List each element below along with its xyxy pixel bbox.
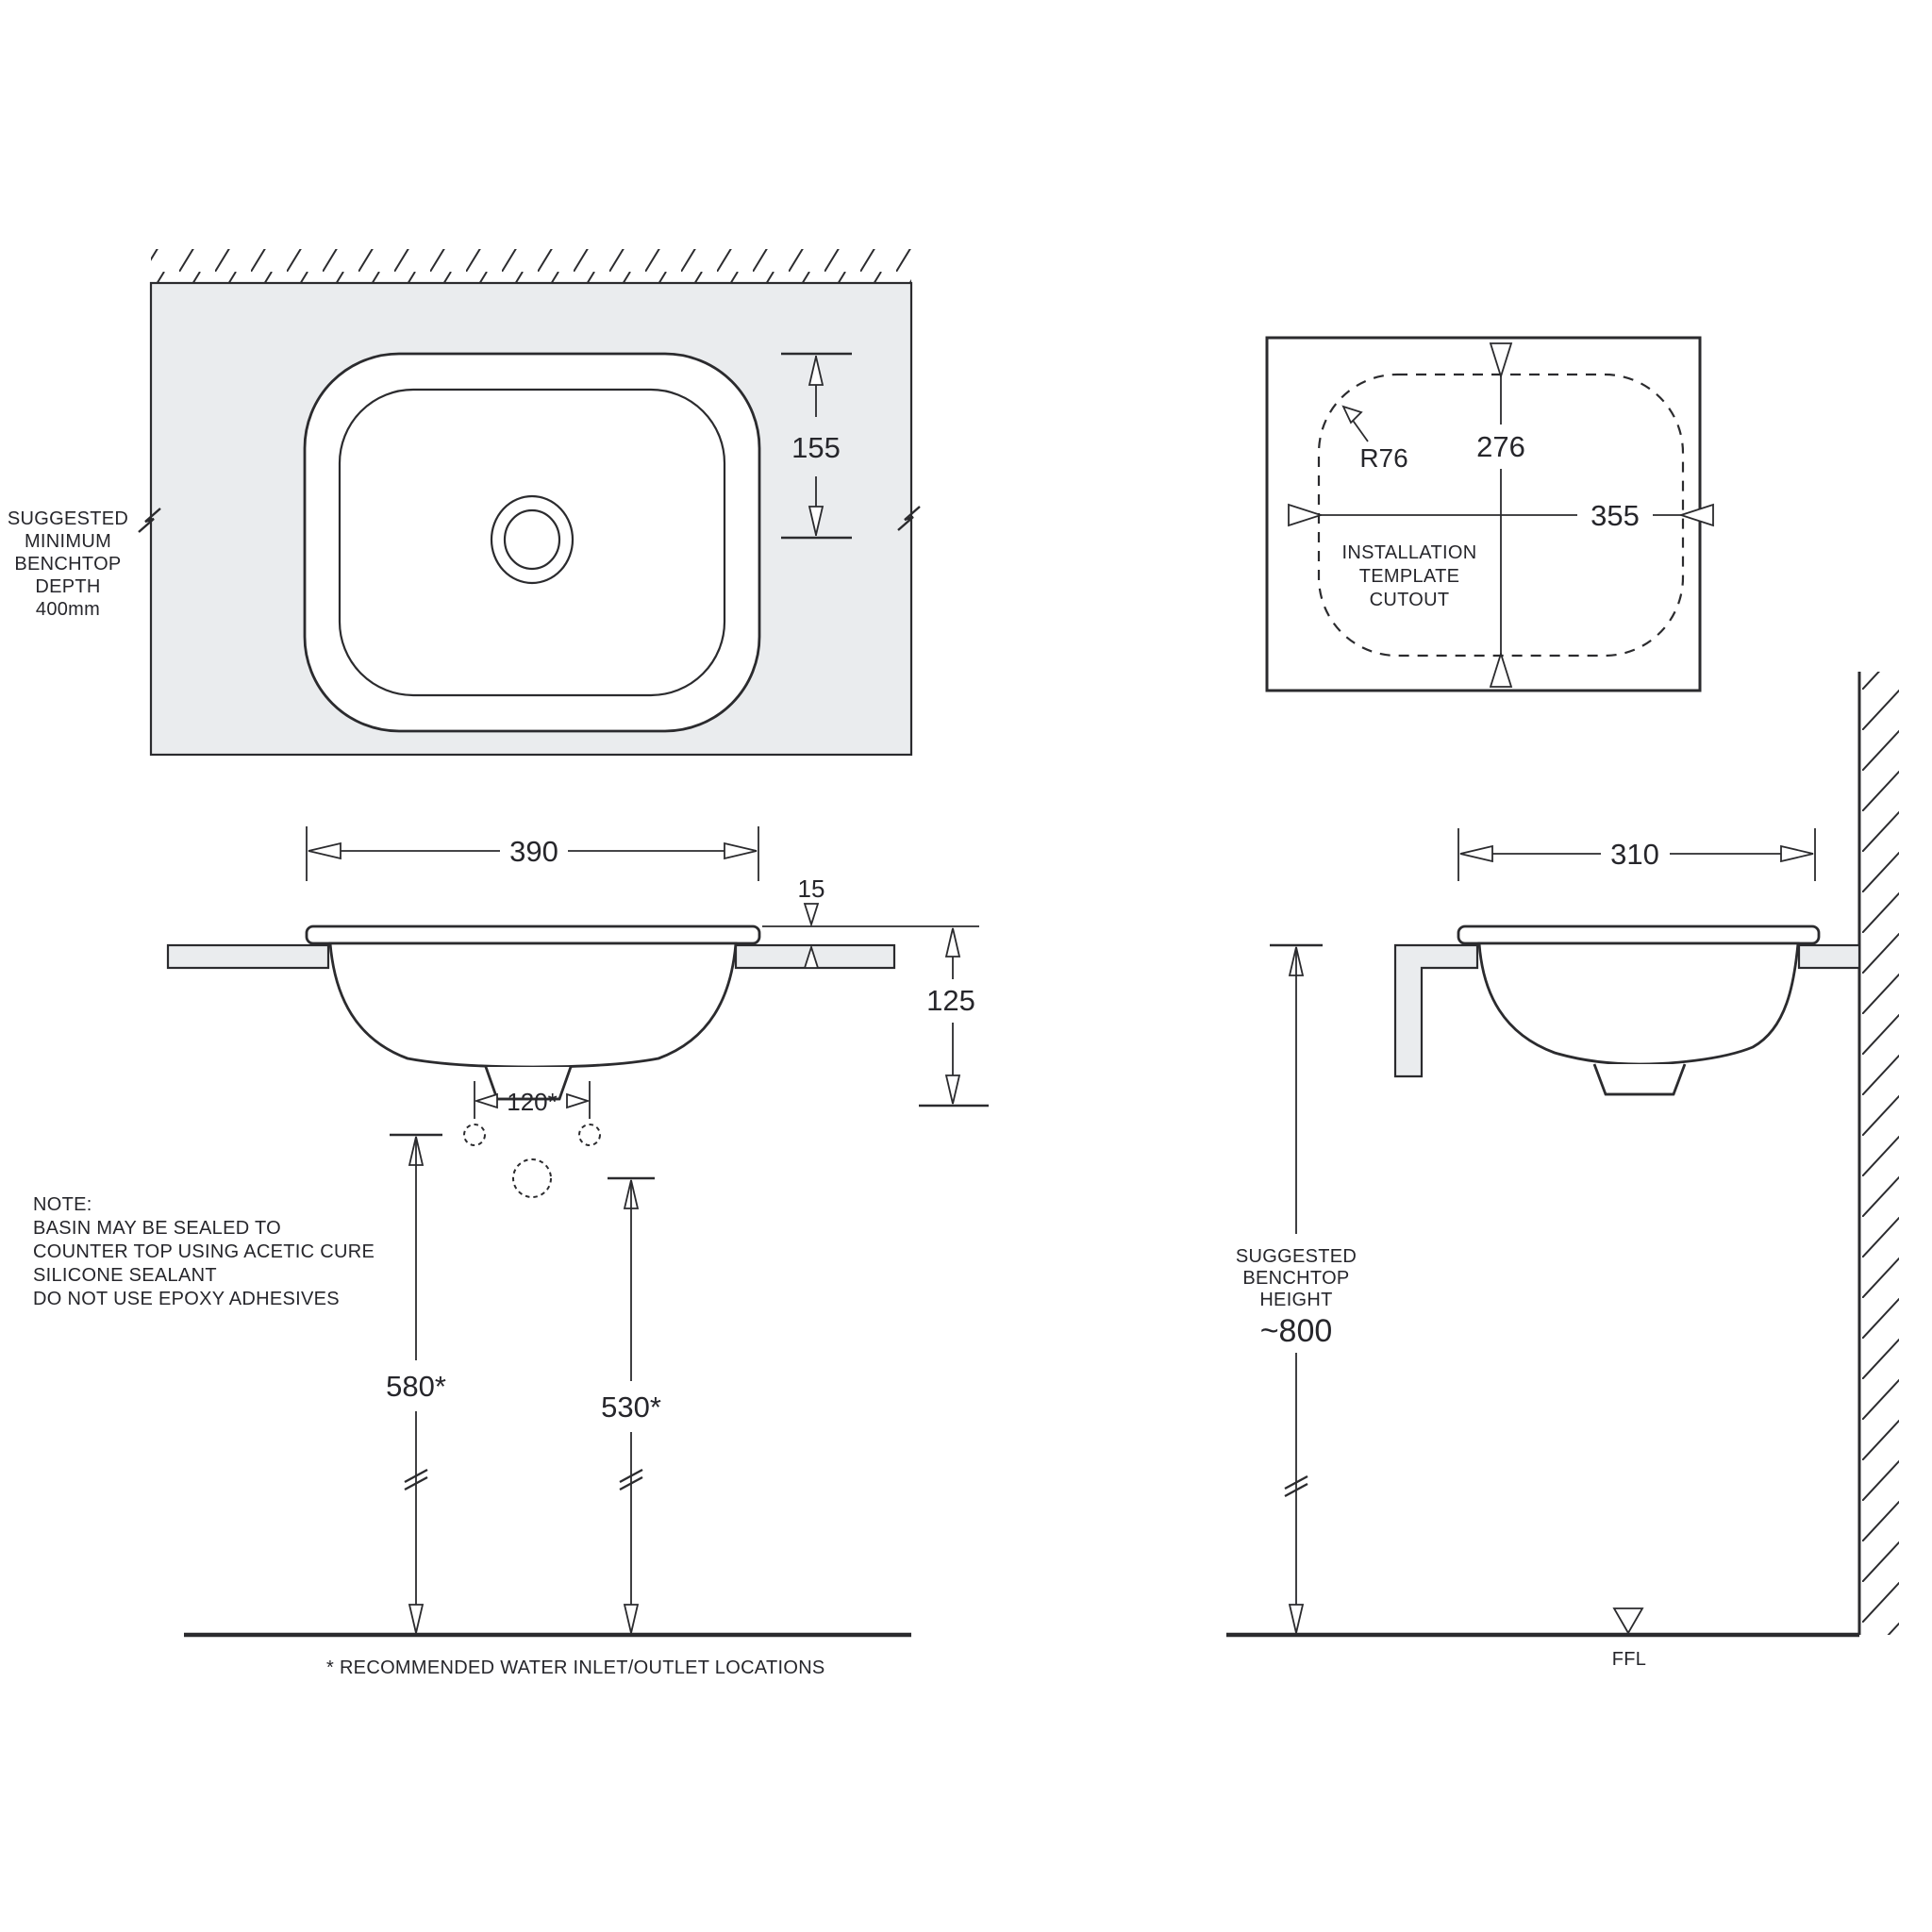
dim-276-label: 276 — [1476, 430, 1525, 463]
arrowhead-down — [808, 506, 824, 536]
ffl-label: FFL — [1612, 1649, 1646, 1670]
dim-155-rim-to-drain: 155 — [781, 352, 852, 540]
basin-inner-bowl-plan — [338, 388, 726, 697]
corner-radius-callout: R76 — [1341, 405, 1408, 473]
radius-label: R76 — [1359, 443, 1407, 473]
note-block: NOTE: BASIN MAY BE SEALED TO COUNTER TOP… — [33, 1194, 375, 1309]
note-line: BASIN MAY BE SEALED TO — [33, 1218, 281, 1239]
side-elevation: 310 SUGGESTED BENCHTOP HEIGHT ~800 — [1226, 672, 1899, 1670]
drain-outer-ring — [490, 494, 575, 585]
dim-15-rim-above-bench: 15 — [762, 874, 979, 969]
cutout-text-label: INSTALLATION TEMPLATE CUTOUT — [1342, 542, 1477, 610]
dim-276-cutout-height: 276 — [1476, 342, 1525, 688]
template-view: 276 355 R76 INSTALLATION TEMPLATE CUTOUT — [1265, 336, 1714, 692]
arrowhead-left — [474, 1092, 498, 1109]
water-outlet-location — [512, 1158, 552, 1198]
arrowhead-down — [944, 1074, 961, 1105]
dim-390-rim-width: 390 — [306, 826, 759, 881]
arrowhead-down — [1288, 1604, 1305, 1634]
dim-15-label: 15 — [798, 874, 825, 903]
break-mark — [619, 1475, 643, 1491]
arrowhead-left — [1678, 503, 1714, 527]
ffl-datum-triangle — [1612, 1607, 1644, 1635]
note-line: NOTE: — [33, 1194, 92, 1215]
dim-355-label: 355 — [1591, 499, 1640, 532]
water-inlet-location-left — [463, 1124, 486, 1146]
plan-view: 155 SUGGESTED MINIMUM BENCHTOP DEPTH 400… — [8, 249, 921, 757]
arrowhead-up — [1489, 650, 1513, 688]
footnote: * RECOMMENDED WATER INLET/OUTLET LOCATIO… — [326, 1657, 825, 1678]
dim-120-label: 120* — [507, 1088, 558, 1116]
wall-hatching-side — [1859, 672, 1899, 1635]
arrowhead-down — [408, 1604, 425, 1634]
dim-120-inlet-spacing: 120* — [474, 1081, 591, 1119]
arrowhead-right — [724, 841, 758, 860]
benchtop-left-front — [166, 943, 330, 970]
drain-spigot-side — [1592, 1063, 1687, 1096]
dim-530-outlet-height: 530* — [601, 1176, 661, 1634]
water-inlet-location-right — [578, 1124, 601, 1146]
arrowhead-radius — [1341, 405, 1363, 425]
break-symbol-right-edge — [897, 506, 921, 531]
benchtop-depth-label: SUGGESTED MINIMUM BENCHTOP DEPTH 400mm — [8, 508, 128, 620]
basin-outer-rim-plan — [303, 352, 761, 733]
depth-label-line: 400mm — [36, 599, 100, 620]
arrowhead-left — [308, 841, 341, 860]
dim-580-inlet-height: 580* — [386, 1133, 446, 1634]
dim-155-label: 155 — [791, 431, 841, 464]
note-line: SILICONE SEALANT — [33, 1265, 217, 1286]
cutout-label-line: CUTOUT — [1370, 590, 1450, 610]
arrowhead-up — [808, 356, 824, 386]
arrowhead-right — [566, 1092, 591, 1109]
benchtop-section-left-side — [1393, 943, 1479, 1078]
break-symbol-left-edge — [138, 508, 161, 533]
depth-label-line: BENCHTOP — [14, 554, 121, 575]
basin-rim-front — [305, 924, 761, 945]
dim-530-label: 530* — [601, 1391, 661, 1424]
note-line: COUNTER TOP USING ACETIC CURE — [33, 1241, 375, 1262]
dim-125-overall-depth: 125 — [919, 927, 989, 1108]
basin-bowl-side — [1477, 941, 1800, 1066]
front-elevation: 390 15 125 120 — [166, 826, 989, 1678]
basin-rim-side — [1457, 924, 1821, 945]
note-line: DO NOT USE EPOXY ADHESIVES — [33, 1289, 340, 1309]
dim-355-cutout-width: 355 — [1288, 499, 1714, 532]
break-mark — [1284, 1474, 1308, 1491]
dim-800-label: ~800 — [1260, 1313, 1333, 1349]
height-label-line: BENCHTOP — [1242, 1268, 1349, 1289]
arrowhead-right — [1780, 844, 1814, 863]
arrowhead-down — [623, 1604, 640, 1634]
arrowhead-up — [803, 944, 820, 969]
break-mark — [1284, 1482, 1308, 1498]
depth-label-line: MINIMUM — [25, 531, 111, 552]
template-sheet-outline — [1265, 336, 1702, 692]
dim-800-benchtop-height: SUGGESTED BENCHTOP HEIGHT ~800 — [1236, 943, 1357, 1634]
arrowhead-down — [1489, 342, 1513, 380]
dim-580-label: 580* — [386, 1370, 446, 1403]
depth-label-line: SUGGESTED — [8, 508, 128, 529]
dim-310-label: 310 — [1610, 838, 1659, 871]
benchtop-section-right-side — [1797, 943, 1861, 970]
wall-hatching-top — [151, 249, 911, 283]
arrowhead-down — [803, 903, 820, 927]
cutout-label-line: INSTALLATION — [1342, 542, 1477, 563]
depth-label-line: DEPTH — [35, 576, 100, 597]
break-mark — [404, 1475, 428, 1491]
dim-125-label: 125 — [926, 984, 975, 1017]
arrowhead-up — [944, 927, 961, 958]
drain-hole — [503, 508, 561, 571]
basin-bowl-front — [328, 941, 738, 1069]
cutout-label-line: TEMPLATE — [1359, 566, 1460, 587]
break-mark — [619, 1468, 643, 1484]
arrowhead-right — [1288, 503, 1324, 527]
height-label-line: SUGGESTED — [1236, 1246, 1357, 1267]
arrowhead-left — [1459, 844, 1493, 863]
height-label-line: HEIGHT — [1259, 1290, 1332, 1310]
break-mark — [404, 1468, 428, 1484]
dim-310-rim-depth: 310 — [1457, 828, 1816, 881]
dim-390-label: 390 — [509, 835, 558, 868]
